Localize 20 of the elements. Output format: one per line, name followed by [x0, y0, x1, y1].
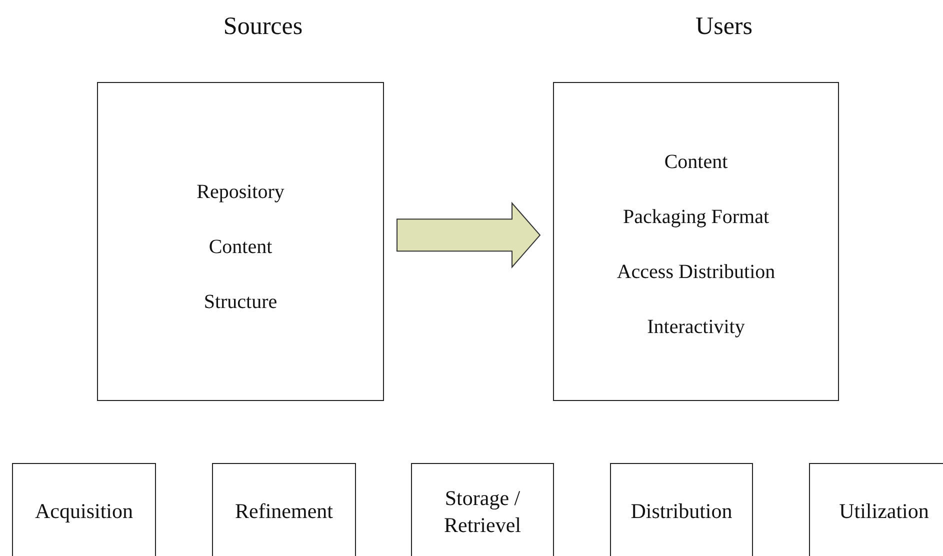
- group-heading: Sources: [223, 13, 303, 41]
- box-label: Packaging Format: [622, 205, 770, 230]
- block-arrow: [396, 202, 541, 268]
- box-label: Repository: [196, 180, 284, 205]
- box-label: Interactivity: [647, 315, 745, 340]
- box-label: Storage / Retrievel: [443, 485, 522, 538]
- group-heading: Users: [696, 13, 752, 41]
- process-box: [12, 463, 156, 556]
- process-box: [212, 463, 356, 556]
- box-label: Refinement: [235, 498, 333, 525]
- box-label: Structure: [204, 290, 278, 315]
- process-box: [610, 463, 753, 556]
- box-label: Acquisition: [35, 498, 133, 525]
- process-box: [411, 463, 554, 556]
- process-box: [809, 463, 943, 556]
- box-label: Content: [208, 235, 272, 260]
- box-label: Utilization: [839, 498, 929, 525]
- box-label: Access Distribution: [616, 260, 776, 285]
- box-label: Content: [664, 150, 728, 175]
- box-label: Distribution: [630, 498, 732, 525]
